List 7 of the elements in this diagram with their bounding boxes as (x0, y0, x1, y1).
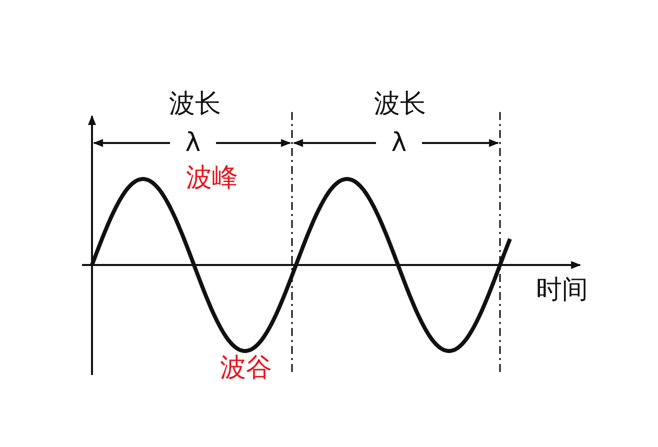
crest-label: 波峰 (186, 163, 238, 193)
lambda-symbol: λ (185, 128, 201, 158)
wavelength-label: 波长 (374, 89, 426, 119)
trough-label: 波谷 (220, 353, 272, 383)
axis-label: 时间 (536, 275, 588, 305)
lambda-symbol: λ (391, 128, 407, 158)
wavelength-label: 波长 (169, 89, 221, 119)
